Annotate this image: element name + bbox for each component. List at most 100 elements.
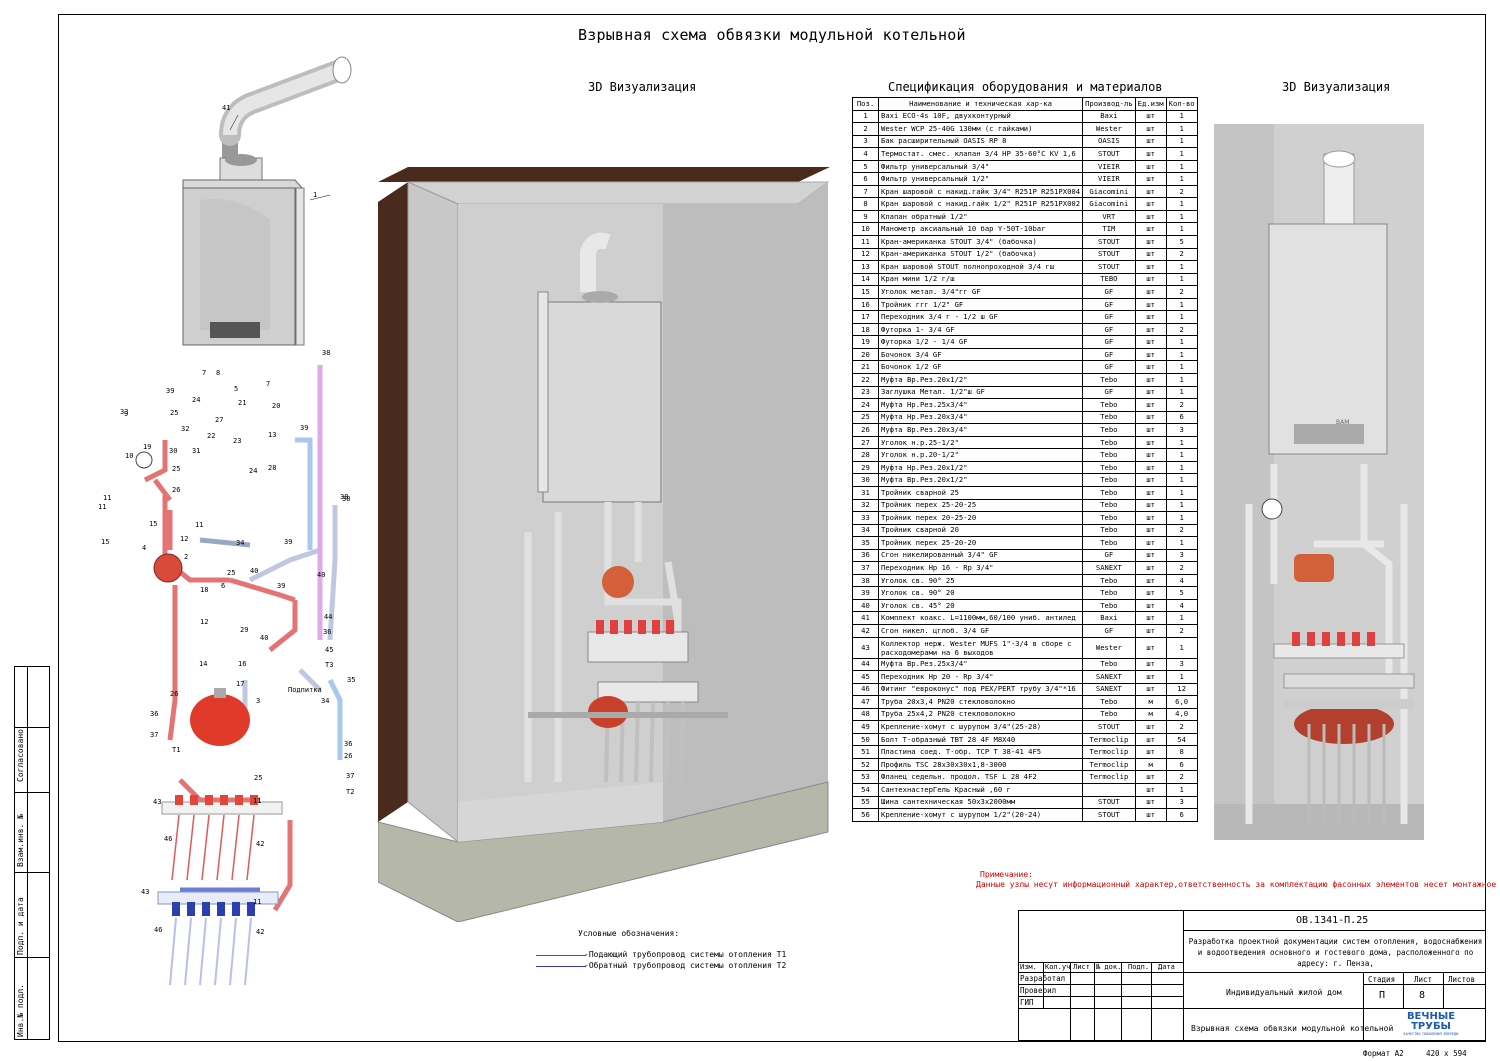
diagram-label: 26 xyxy=(170,690,179,698)
spec-cell-pos: 38 xyxy=(852,573,879,588)
diagram-label: 25 xyxy=(227,569,236,577)
spec-cell-unit: шт xyxy=(1134,222,1167,236)
diagram-label: 15 xyxy=(149,520,158,528)
diagram-label: 39 xyxy=(277,582,286,590)
diagram-label: 26 xyxy=(344,752,353,760)
viz-right-render: BAM xyxy=(1214,124,1424,840)
spec-cell-maker: Tebo xyxy=(1082,586,1136,600)
spec-cell-qty: 1 xyxy=(1165,435,1198,450)
diagram-label: 22 xyxy=(207,432,216,440)
spec-cell-maker: Tebo xyxy=(1082,435,1136,450)
spec-cell-maker: STOUT xyxy=(1082,795,1136,810)
spec-cell-name: Бочонок 3/4 GF xyxy=(877,347,1084,362)
spec-cell-maker: STOUT xyxy=(1082,235,1136,249)
spec-cell-maker: OASIS xyxy=(1082,134,1136,149)
spec-cell-maker: Termoclip xyxy=(1082,745,1136,759)
spec-cell-pos: 54 xyxy=(852,783,879,797)
spec-cell-maker: STOUT xyxy=(1082,720,1136,734)
spec-cell-qty: 1 xyxy=(1165,670,1198,684)
return-manifold xyxy=(157,891,279,986)
spec-cell-name: Кран шаровой с накид.гайк 1/2" R251P R25… xyxy=(877,197,1084,211)
viz-left-render xyxy=(378,167,830,922)
spec-cell-pos: 52 xyxy=(852,757,879,772)
note-text: Данные узлы несут информационный характе… xyxy=(976,880,1500,889)
diagram-label: 11 xyxy=(253,898,262,906)
diagram-label: 21 xyxy=(238,399,247,407)
spec-cell-qty: 1 xyxy=(1165,197,1198,211)
spec-cell-qty: 2 xyxy=(1165,720,1198,734)
strip-label-sign: Подп. и дата xyxy=(16,897,25,955)
spec-cell-qty: 1 xyxy=(1165,385,1198,400)
spec-cell-unit: шт xyxy=(1134,184,1167,199)
spec-cell-pos: 36 xyxy=(852,548,879,563)
spec-cell-unit: шт xyxy=(1134,795,1167,810)
spec-cell-qty: 54 xyxy=(1165,732,1198,747)
stamp-sheet-header: Лист xyxy=(1414,975,1433,984)
spec-cell-pos: 49 xyxy=(852,720,879,734)
spec-cell-pos: 45 xyxy=(852,670,879,684)
spec-cell-pos: 41 xyxy=(852,611,879,625)
diagram-label: 46 xyxy=(154,926,163,934)
diagram-label: 40 xyxy=(317,571,326,579)
logo-tagline: КАЧЕСТВО ПОКОЛЕНИЯ ВПЕРЕДИ xyxy=(1403,1032,1459,1036)
diagram-label: 24 xyxy=(249,467,258,475)
spec-cell-qty: 1 xyxy=(1165,335,1198,349)
spec-cell-pos: 12 xyxy=(852,247,879,262)
spec-cell-qty: 4 xyxy=(1165,573,1198,588)
legend-swatch-supply xyxy=(536,955,586,956)
spec-cell-name: Уголок св. 45° 20 xyxy=(877,598,1084,613)
spec-cell-pos: 32 xyxy=(852,498,879,513)
expansion-tank xyxy=(190,694,250,746)
spec-cell-unit: шт xyxy=(1134,410,1167,425)
spec-cell-name: Футорка 1- 3/4 GF xyxy=(877,322,1084,337)
spec-cell-name: Манометр аксиальный 10 бар Y-50T-10bar xyxy=(877,222,1084,236)
spec-cell-maker: Tebo xyxy=(1082,485,1136,500)
diagram-label: 32 xyxy=(181,425,190,433)
spec-cell-pos: 30 xyxy=(852,473,879,487)
diagram-label: Подпитка xyxy=(288,686,322,694)
spec-cell-name: Болт Т-образный TBT 28 4F M8X40 xyxy=(877,732,1084,747)
spec-cell-pos: 7 xyxy=(852,184,879,199)
spec-cell-qty: 1 xyxy=(1165,485,1198,500)
strip-label-replace: Взам.инв. № xyxy=(16,814,25,867)
spec-cell-unit: шт xyxy=(1134,335,1167,349)
spec-cell-name: Тройник сварной 20 xyxy=(877,523,1084,538)
diagram-label: 11 xyxy=(103,494,112,502)
spec-cell-maker: SANEXT xyxy=(1082,670,1136,684)
diagram-label: 30 xyxy=(169,447,178,455)
coaxial-flue xyxy=(219,56,352,170)
spec-cell-unit: шт xyxy=(1134,523,1167,538)
spec-cell-name: Baxi ECO-4s 10F, двухконтурный xyxy=(877,109,1084,124)
stamp-sheet-number: 8 xyxy=(1419,990,1426,1001)
spec-cell-unit: шт xyxy=(1134,159,1167,174)
spec-cell-qty: 5 xyxy=(1165,235,1198,249)
spec-cell-pos: 27 xyxy=(852,435,879,450)
spec-cell-name: Фланец седельн. продол. TSF L 28 4F2 xyxy=(877,770,1084,784)
spec-cell-unit: шт xyxy=(1134,745,1167,759)
spec-cell-unit: шт xyxy=(1134,498,1167,513)
spec-cell-name: Уголок н.р.25-1/2" xyxy=(877,435,1084,450)
spec-cell-name: Труба 25х4,2 PN20 стекловолокно xyxy=(877,707,1084,722)
diagram-label: 41 xyxy=(222,104,231,112)
spec-cell-unit: шт xyxy=(1134,548,1167,563)
spec-cell-unit: шт xyxy=(1134,598,1167,613)
spec-cell-qty: 1 xyxy=(1165,360,1198,375)
spec-cell-qty: 1 xyxy=(1165,222,1198,236)
spec-cell-qty: 1 xyxy=(1165,209,1198,224)
spec-cell-name: Переходник 3/4 г - 1/2 ш GF xyxy=(877,310,1084,324)
spec-cell-unit: шт xyxy=(1134,134,1167,149)
spec-cell-maker: GF xyxy=(1082,322,1136,337)
spec-cell-maker: Baxi xyxy=(1082,109,1136,124)
